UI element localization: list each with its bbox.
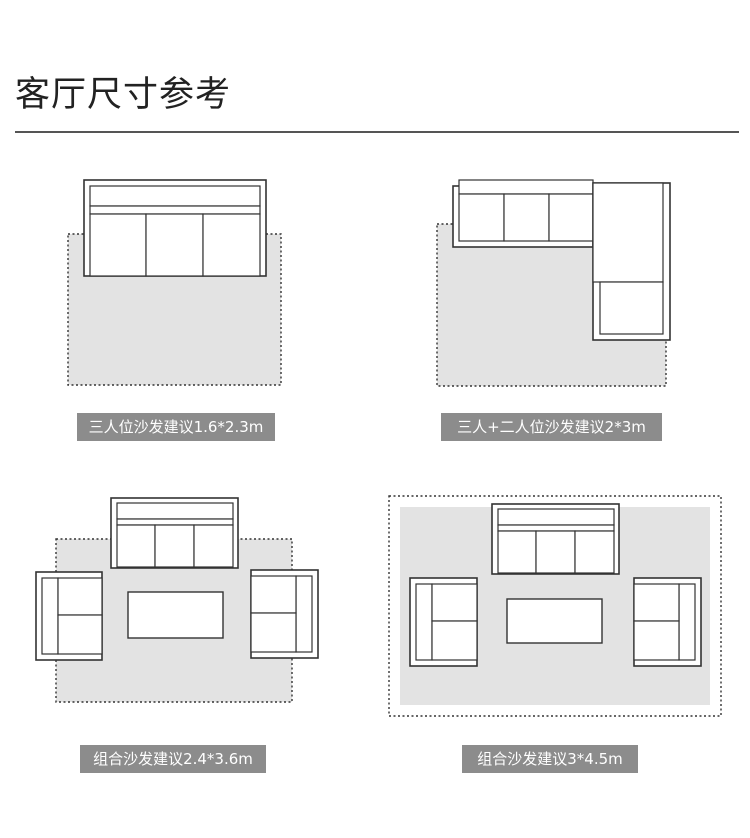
left-armchair bbox=[409, 577, 478, 667]
coffee-table bbox=[127, 591, 224, 639]
caption-combo-small: 组合沙发建议2.4*3.6m bbox=[80, 745, 266, 773]
left-armchair bbox=[35, 571, 103, 661]
diagram-three-seat bbox=[67, 179, 282, 386]
diagram-combo-small bbox=[35, 497, 319, 703]
caption-three-seat: 三人位沙发建议1.6*2.3m bbox=[77, 413, 275, 441]
main-sofa bbox=[110, 497, 239, 569]
coffee-table bbox=[506, 598, 603, 644]
three-seat-sofa bbox=[452, 179, 594, 248]
three-seat-sofa bbox=[83, 179, 267, 277]
diagram-combo-large bbox=[388, 495, 722, 717]
right-armchair bbox=[250, 569, 319, 659]
title-divider bbox=[15, 131, 739, 133]
main-sofa bbox=[491, 503, 620, 575]
page-title: 客厅尺寸参考 bbox=[15, 75, 232, 115]
right-armchair bbox=[633, 577, 702, 667]
rug-outline bbox=[388, 495, 722, 717]
caption-combo-large: 组合沙发建议3*4.5m bbox=[462, 745, 638, 773]
caption-three-plus-two: 三人+二人位沙发建议2*3m bbox=[441, 413, 662, 441]
diagram-three-plus-two bbox=[436, 179, 671, 387]
two-seat-chaise bbox=[592, 182, 671, 341]
